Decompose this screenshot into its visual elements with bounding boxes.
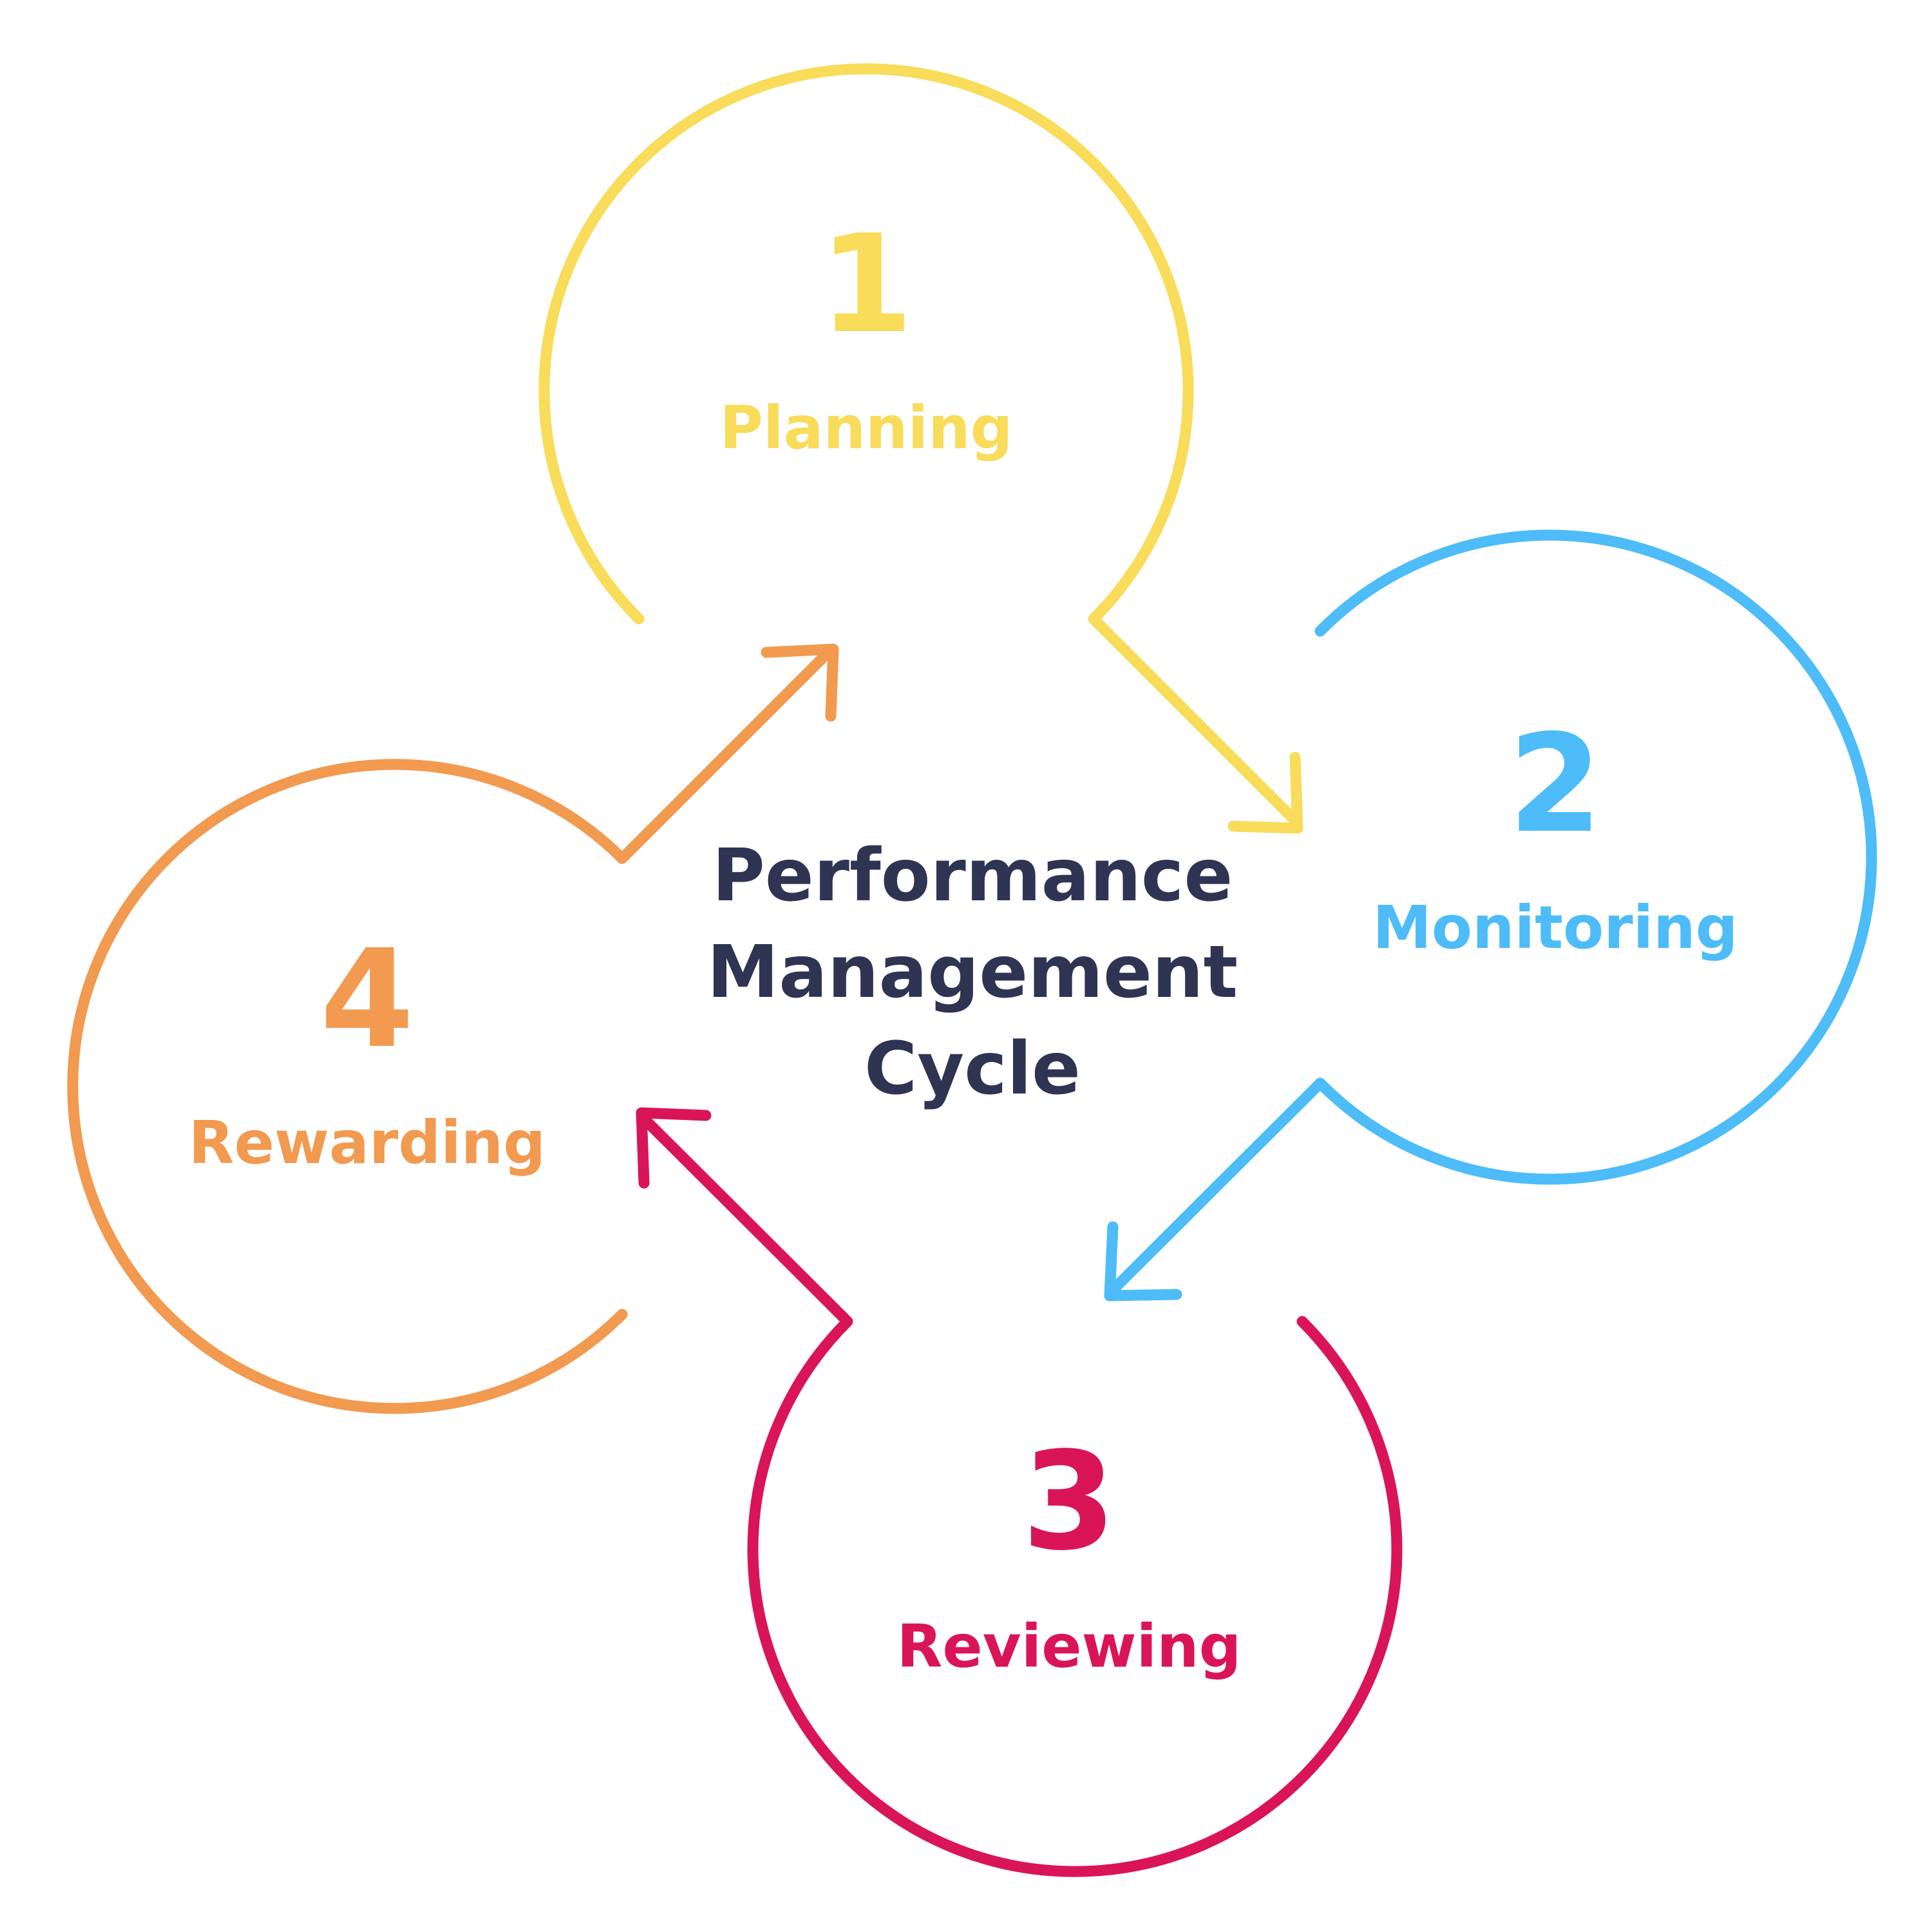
planning-number: 1 <box>819 205 913 363</box>
title-line-2: Management <box>707 931 1238 1014</box>
monitoring-label: Monitoring <box>1372 893 1738 962</box>
step-rewarding: 4 Rewarding <box>67 643 839 1414</box>
monitoring-ring <box>1106 529 1877 1296</box>
step-monitoring: 2 Monitoring <box>1104 529 1877 1302</box>
planning-ring <box>538 63 1302 827</box>
monitoring-arrow-head <box>1104 1221 1182 1302</box>
reviewing-label: Reviewing <box>896 1612 1241 1681</box>
step-planning: 1 Planning <box>538 63 1303 834</box>
step-reviewing: 3 Reviewing <box>636 1107 1403 1877</box>
rewarding-label: Rewarding <box>189 1108 545 1177</box>
center-title: Performance Management Cycle <box>707 834 1238 1111</box>
title-line-3: Cycle <box>864 1027 1081 1111</box>
rewarding-number: 4 <box>320 920 414 1078</box>
reviewing-arrow-head <box>636 1107 712 1189</box>
planning-arrow-head <box>1227 752 1303 834</box>
title-line-1: Performance <box>712 834 1233 918</box>
reviewing-number: 3 <box>1022 1423 1116 1580</box>
rewarding-arrow-head <box>761 643 839 722</box>
reviewing-ring <box>640 1115 1403 1877</box>
monitoring-number: 2 <box>1508 705 1602 863</box>
rewarding-ring <box>67 645 835 1414</box>
planning-label: Planning <box>720 393 1013 462</box>
